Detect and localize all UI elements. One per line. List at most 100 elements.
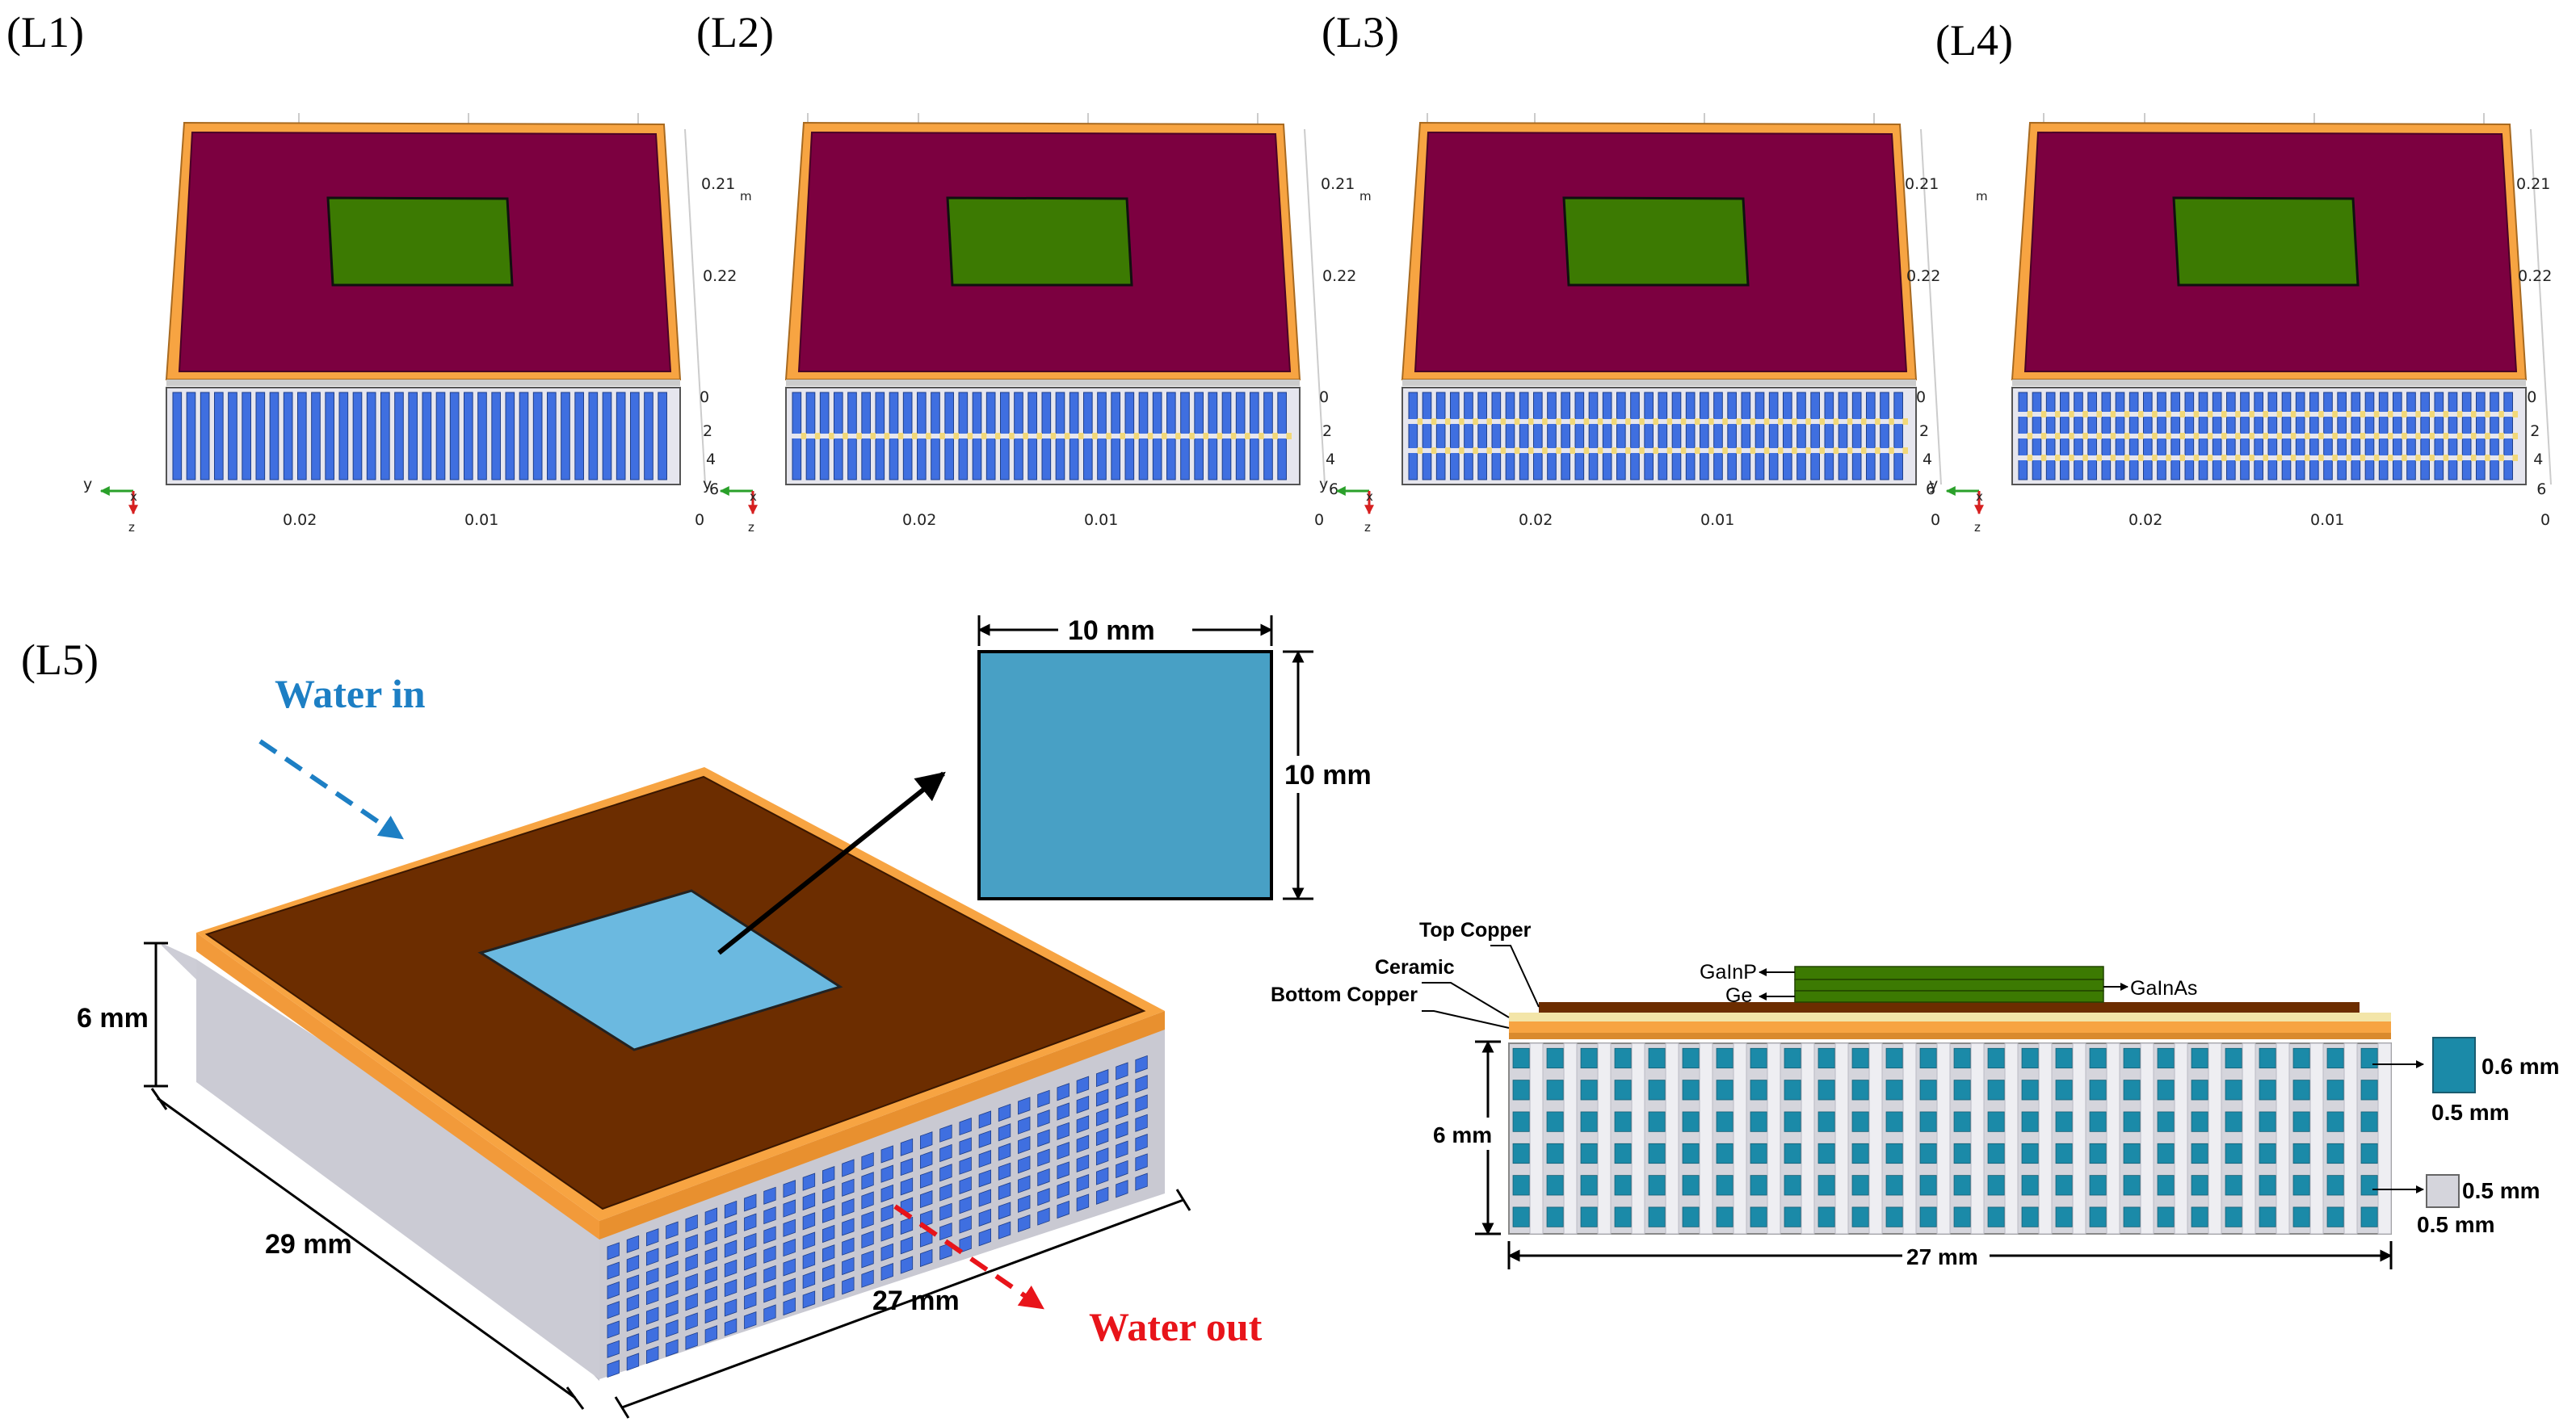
top-copper-leader: [1490, 945, 1540, 1008]
pin-dot: [1708, 447, 1714, 454]
iso-channel-cell: [1135, 1134, 1148, 1152]
pin-dot: [1417, 447, 1423, 454]
bottom-tick-label: 0.01: [1700, 511, 1734, 529]
cross-channel: [1784, 1175, 1801, 1196]
iso-channel-cell: [1037, 1129, 1050, 1147]
iso-channel-cell: [685, 1214, 698, 1233]
iso-channel-cell: [998, 1221, 1011, 1240]
channel-slot: [1477, 392, 1487, 480]
cross-channel: [1750, 1175, 1767, 1196]
cross-channel: [1885, 1111, 1903, 1132]
cross-channel: [2326, 1111, 2344, 1132]
axis-z-label: z: [748, 520, 754, 535]
cross-channel: [1885, 1206, 1903, 1227]
pin-dot: [2152, 455, 2158, 461]
channel-slot: [574, 392, 584, 480]
pin-dot: [2512, 411, 2518, 417]
iso-channel-cell: [744, 1311, 757, 1330]
pin-dot: [2263, 411, 2268, 417]
pin-dot: [1444, 418, 1451, 425]
bottom-tick-label: 0.01: [2310, 511, 2344, 529]
pin-dot: [1763, 447, 1770, 454]
cross-channel: [2292, 1080, 2310, 1101]
cross-channel: [2123, 1111, 2141, 1132]
pin-dot: [2512, 433, 2518, 439]
channel-slot: [422, 392, 432, 480]
iso-channel-cell: [939, 1143, 952, 1163]
pin-dot: [1597, 418, 1603, 425]
pin-dot: [2332, 411, 2338, 417]
channel-slot: [228, 392, 237, 480]
iso-channel-cell: [920, 1170, 933, 1189]
cross-channel: [2259, 1047, 2276, 1069]
iso-channel-cell: [763, 1226, 776, 1244]
axis-x-label: x: [1366, 489, 1373, 504]
pin-dot: [1556, 418, 1561, 425]
iso-channel-cell: [666, 1261, 679, 1279]
iso-channel-cell: [626, 1274, 640, 1293]
iso-channel-cell: [880, 1243, 893, 1261]
iso-channel-cell: [1076, 1095, 1090, 1114]
cross-channel: [2326, 1143, 2344, 1164]
iso-channel-cell: [744, 1213, 757, 1231]
iso-channel-cell: [900, 1138, 914, 1156]
iso-channel-cell: [783, 1219, 796, 1237]
panel-label-l3: (L3): [1322, 8, 1399, 57]
pin-dot: [2110, 433, 2116, 439]
iso-channel-cell: [626, 1235, 640, 1253]
cross-channel: [1987, 1175, 2005, 1196]
bottom-tick-label: 0.02: [902, 511, 936, 529]
pin-dot: [2485, 455, 2490, 461]
channel-slot: [200, 392, 210, 480]
channel-slot: [532, 392, 543, 480]
channel-slot: [449, 392, 460, 480]
channel-slot: [435, 392, 446, 480]
channel-slot: [1547, 392, 1557, 480]
pin-dot: [1473, 418, 1478, 425]
cross-channel: [1716, 1080, 1733, 1101]
pin-dot: [2485, 411, 2490, 417]
pin-row-divider: [2015, 455, 2523, 460]
pin-dot: [2304, 433, 2310, 439]
iso-channel-cell: [920, 1190, 933, 1209]
pin-dot: [2166, 433, 2171, 439]
right-unit-label: m: [1359, 189, 1372, 203]
cross-fin: [1902, 1042, 1917, 1235]
iso-channel-cell: [880, 1204, 893, 1223]
pin-dot: [2179, 411, 2185, 417]
cross-fin: [2004, 1042, 2019, 1235]
channel-slot: [172, 392, 183, 480]
pin-dot: [2249, 455, 2255, 461]
right-tick-label: 0: [1319, 388, 1329, 406]
cross-channel: [1750, 1206, 1767, 1227]
iso-channel-cell: [959, 1156, 972, 1175]
pin-dot: [2402, 411, 2407, 417]
pin-dot: [2249, 433, 2255, 439]
pin-dot: [1500, 447, 1507, 454]
iso-channel-cell: [900, 1256, 914, 1274]
cross-channel: [2326, 1047, 2344, 1069]
iso-channel-cell: [1018, 1175, 1031, 1193]
channel-slot: [1851, 392, 1862, 480]
cross-channel: [1784, 1143, 1801, 1164]
right-tick-label: 4: [1923, 451, 1932, 468]
pin-dot: [1286, 433, 1292, 439]
pin-dot: [1847, 447, 1853, 454]
cross-fin: [2140, 1042, 2154, 1235]
channel-detail-box: [2432, 1037, 2476, 1093]
pin-dot: [1106, 433, 1112, 439]
iso-channel-cell: [744, 1193, 757, 1212]
pin-dot: [2221, 433, 2227, 439]
channel-slot: [644, 392, 653, 480]
pin-dot: [1036, 433, 1042, 439]
iso-channel-cell: [880, 1223, 893, 1242]
pin-dot: [1431, 418, 1437, 425]
channel-slot: [1727, 392, 1737, 480]
iso-channel-cell: [1037, 1207, 1050, 1226]
iso-channel-cell: [822, 1185, 835, 1204]
pin-dot: [1847, 418, 1853, 425]
pin-dot: [1486, 418, 1492, 425]
cross-channel: [2157, 1206, 2175, 1227]
